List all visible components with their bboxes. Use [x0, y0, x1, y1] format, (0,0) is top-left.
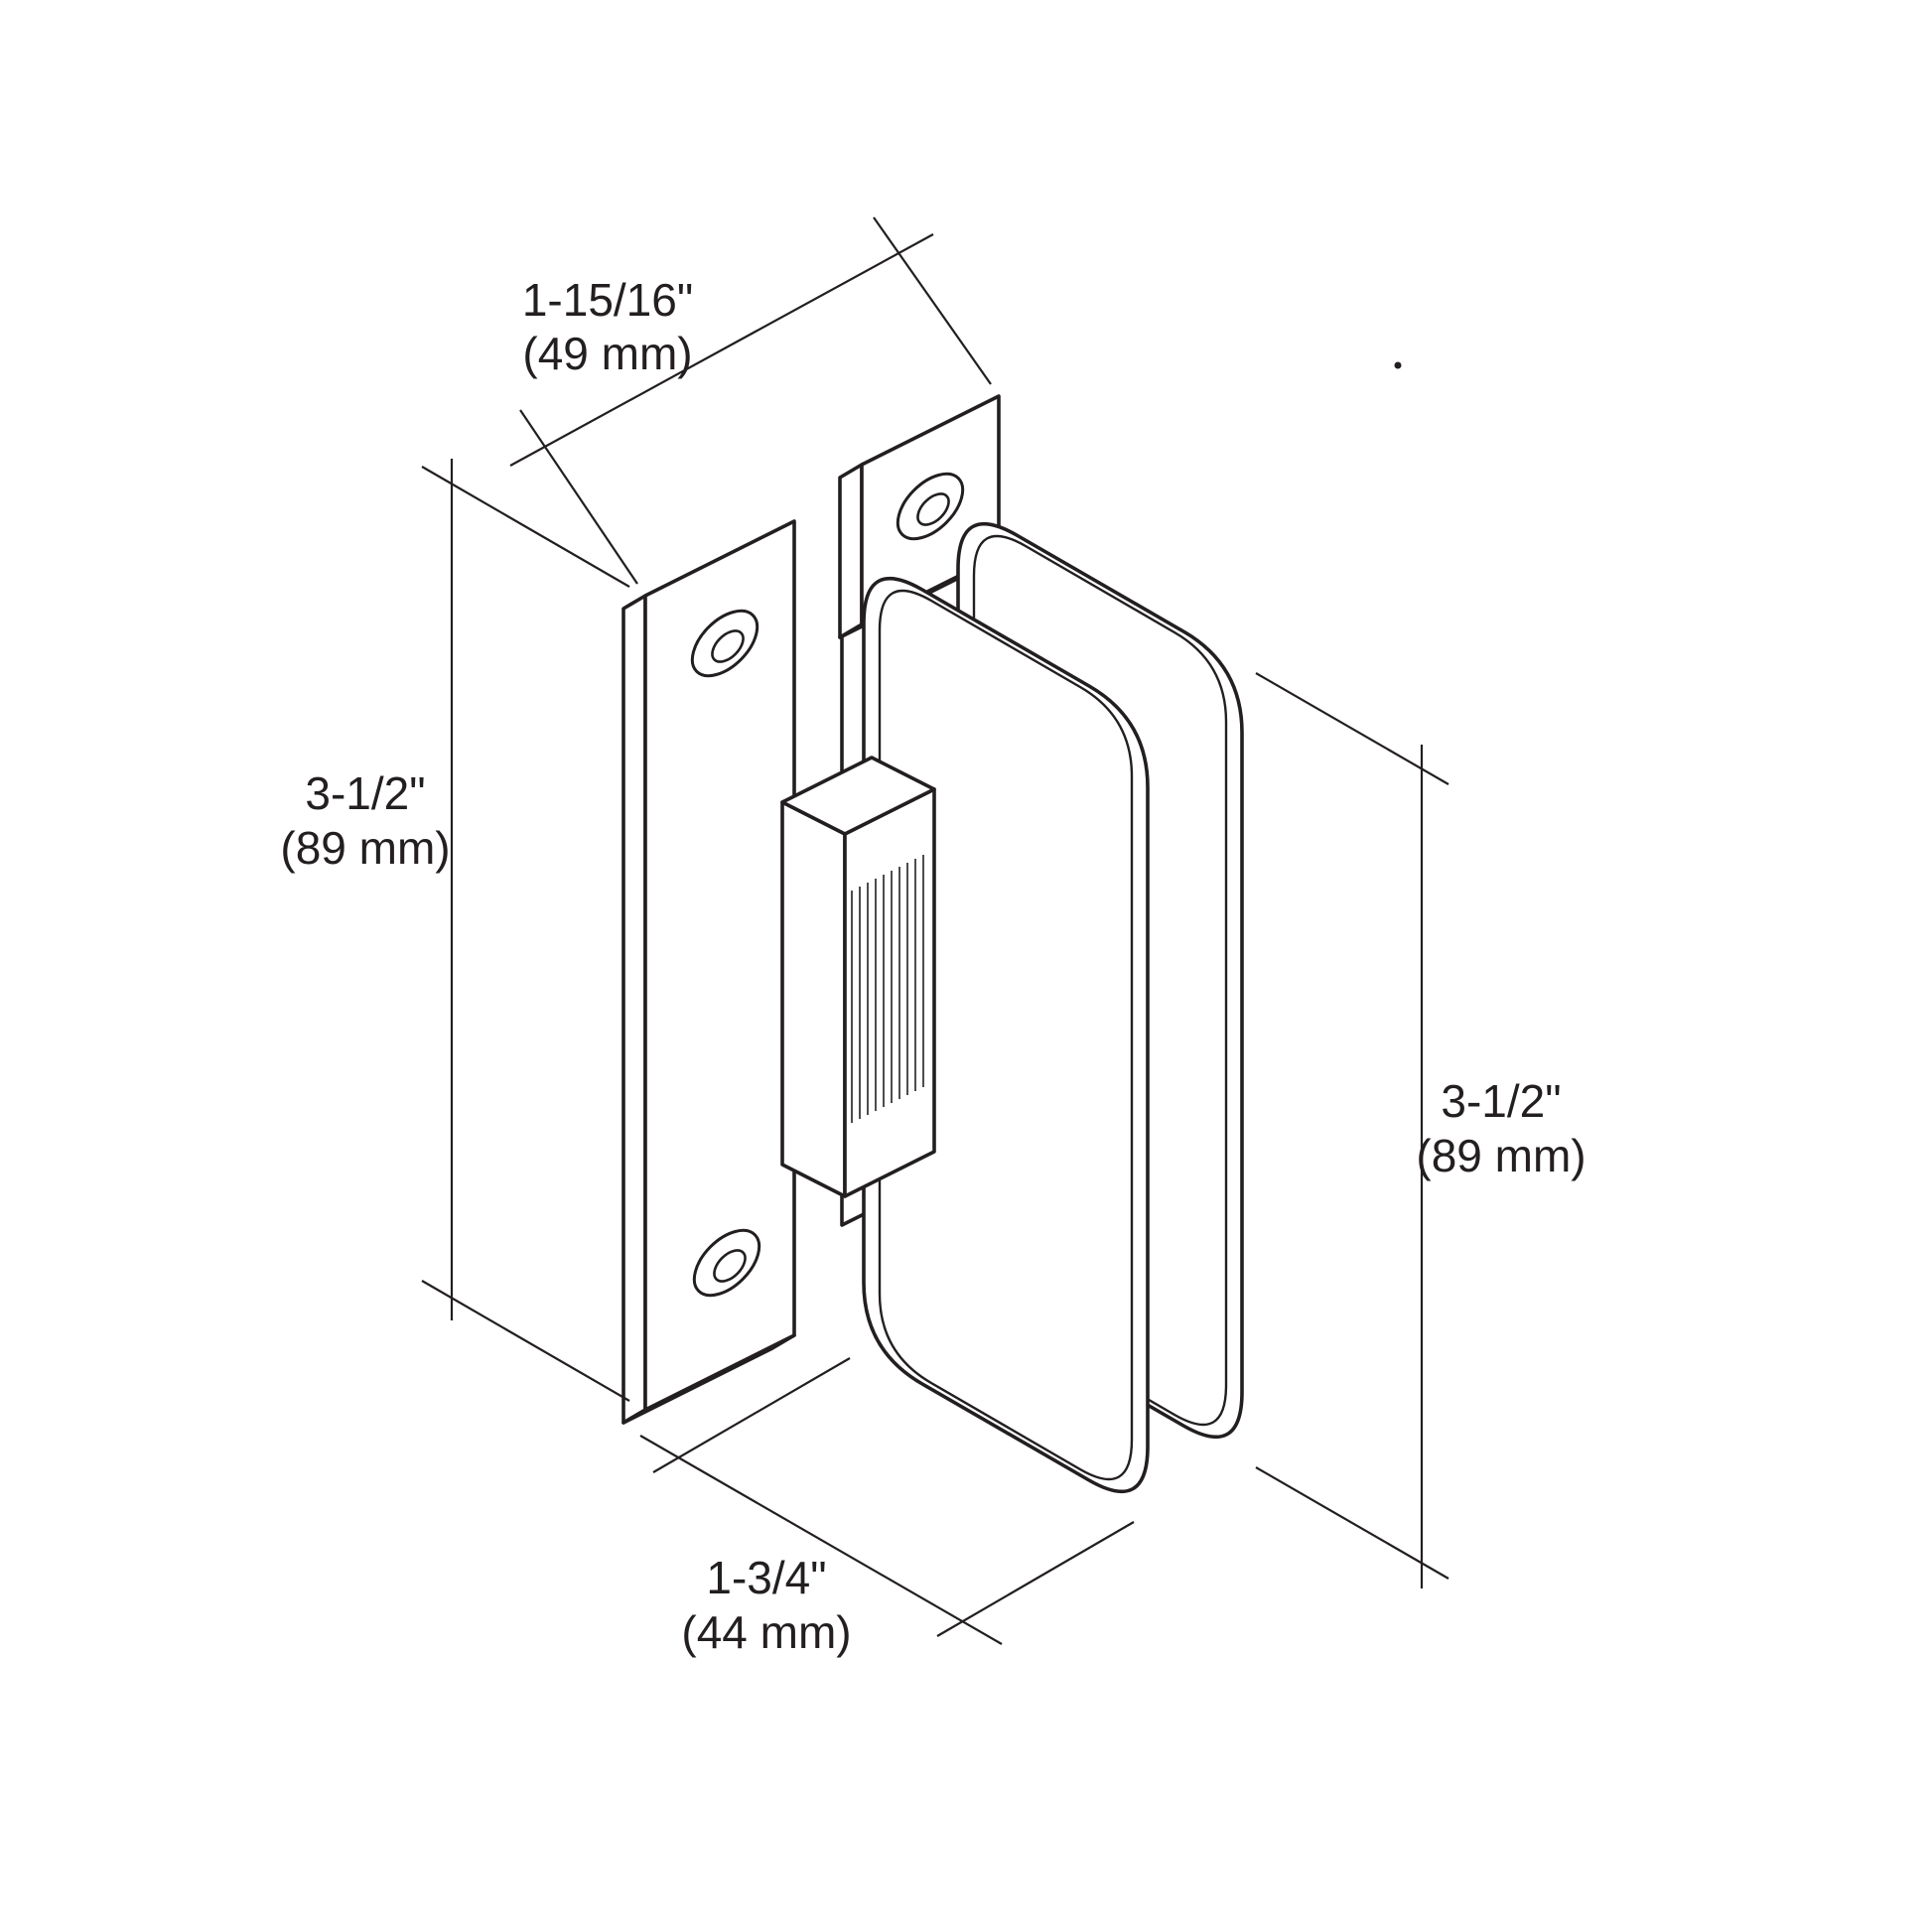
dimension-label-mm: (44 mm) — [681, 1606, 851, 1658]
dimension-label-inches: 1-15/16" — [522, 274, 693, 326]
dimension-label-inches: 1-3/4" — [706, 1552, 826, 1603]
extension-line — [1255, 1466, 1449, 1580]
dimension-bottom: 1-3/4" (44 mm) — [639, 1357, 1135, 1658]
extension-line — [1255, 672, 1449, 785]
dimension-label-mm: (89 mm) — [280, 822, 450, 874]
clamp-front-inner-edge — [878, 589, 1134, 1481]
dimension-line — [509, 233, 934, 467]
extension-line — [936, 1521, 1135, 1637]
screw-hole-inner — [711, 629, 745, 663]
screw-hole-inner — [713, 1249, 747, 1283]
extension-line — [873, 216, 992, 385]
dimension-label-inches: 3-1/2" — [305, 767, 425, 819]
dimension-left: 3-1/2" (89 mm) — [280, 459, 630, 1402]
wall-mount-plate — [621, 519, 796, 1425]
wall-plate-screw-hole-top — [690, 609, 759, 678]
hinge-body-left-face — [780, 800, 847, 1198]
dimension-line — [639, 1435, 1003, 1645]
wall-plate-front-face — [643, 519, 796, 1412]
hinge-body-top-face — [780, 756, 936, 836]
extension-line — [652, 1357, 851, 1473]
dimension-top: 1-15/16" (49 mm) — [509, 216, 992, 585]
hinge-body-right-face — [843, 787, 936, 1198]
dimension-right: 3-1/2" (89 mm) — [1255, 672, 1587, 1588]
wall-plate-side-face — [621, 594, 647, 1425]
hinge-body — [780, 756, 936, 1198]
extension-line — [421, 466, 630, 588]
hinge-body-hatching — [851, 855, 924, 1123]
extension-line — [421, 1280, 630, 1402]
extension-line — [519, 409, 638, 585]
wall-plate-screw-hole-bottom — [692, 1228, 761, 1298]
dimension-label-mm: (89 mm) — [1416, 1130, 1586, 1181]
tab-screw-hole — [896, 472, 965, 541]
dimension-label-mm: (49 mm) — [522, 328, 692, 379]
dimension-label-inches: 3-1/2" — [1441, 1075, 1561, 1127]
stray-dot — [1394, 361, 1402, 369]
tab-side-face — [838, 463, 864, 639]
screw-hole-inner — [916, 492, 950, 526]
